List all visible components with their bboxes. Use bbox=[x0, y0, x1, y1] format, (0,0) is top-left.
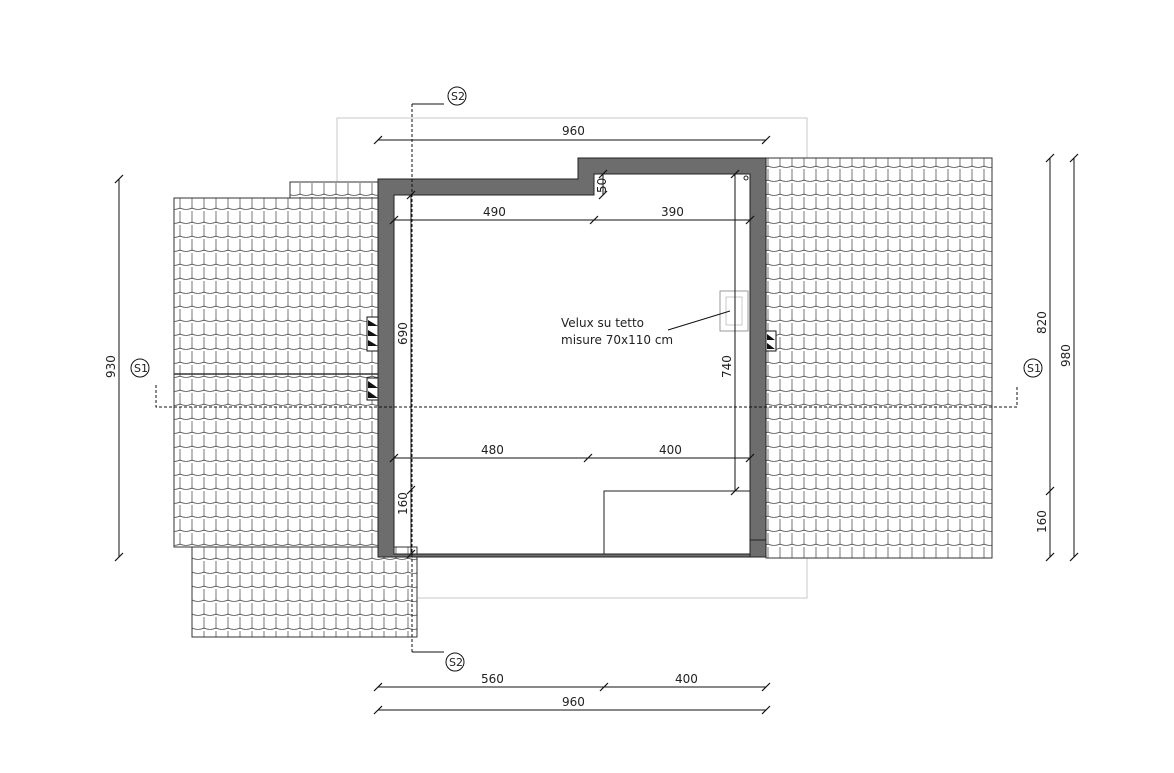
dim-inner-top: 490 390 bbox=[389, 205, 755, 225]
velux-skylight-inner bbox=[725, 296, 743, 326]
dim-inner-top-left: 490 bbox=[483, 205, 506, 219]
chimney-vent-3 bbox=[765, 330, 777, 352]
roof-pitch-bottom-left bbox=[191, 546, 418, 638]
velux-skylight bbox=[719, 290, 749, 332]
dim-bottom-right: 400 bbox=[675, 672, 698, 686]
velux-note-line2: misure 70x110 cm bbox=[561, 333, 673, 347]
dim-left-lower-height: 160 bbox=[396, 492, 410, 515]
roof-strip-top-left bbox=[289, 181, 380, 199]
dim-top-overall: 960 bbox=[373, 124, 771, 145]
terrace bbox=[603, 490, 751, 555]
corner-post bbox=[743, 175, 749, 181]
dim-bottom-overall: 960 bbox=[373, 695, 771, 715]
section-marker-s1-right bbox=[1023, 358, 1043, 378]
svg-text:930: 930 bbox=[104, 355, 118, 378]
dim-left-inner: 690 160 bbox=[396, 190, 416, 559]
svg-text:960: 960 bbox=[562, 695, 585, 709]
section-label-s1-left: S1 bbox=[134, 362, 148, 375]
svg-text:50: 50 bbox=[595, 178, 609, 193]
chimney-vent-2 bbox=[366, 377, 380, 401]
dim-inner-bottom: 480 400 bbox=[389, 443, 755, 463]
dim-right-inner: 740 bbox=[720, 169, 740, 496]
chimney-vent-1 bbox=[366, 316, 380, 352]
section-cut-s1 bbox=[155, 385, 1018, 408]
dim-step-height: 50 bbox=[595, 169, 609, 200]
section-marker-s2-top bbox=[447, 86, 467, 106]
dim-left-overall: 930 bbox=[104, 174, 124, 562]
terrace-pillar bbox=[749, 539, 767, 558]
dim-bottom-split: 560 400 bbox=[373, 672, 771, 692]
velux-leader-line bbox=[667, 310, 731, 331]
section-label-s2-bottom: S2 bbox=[449, 656, 463, 669]
dim-inner-top-right: 390 bbox=[661, 205, 684, 219]
dim-right-lower: 160 bbox=[1035, 510, 1049, 533]
velux-note-line1: Velux su tetto bbox=[561, 316, 644, 330]
section-label-s2-top: S2 bbox=[451, 90, 465, 103]
dim-right-split: 820 160 bbox=[1035, 153, 1055, 562]
roof-pitch-left bbox=[173, 197, 380, 548]
dim-right-inner-height: 740 bbox=[720, 355, 734, 378]
dim-left-inner-height: 690 bbox=[396, 322, 410, 345]
dim-bottom-left: 560 bbox=[481, 672, 504, 686]
dim-inner-bottom-left: 480 bbox=[481, 443, 504, 457]
dim-inner-bottom-right: 400 bbox=[659, 443, 682, 457]
svg-text:960: 960 bbox=[562, 124, 585, 138]
dim-right-overall: 980 bbox=[1059, 153, 1079, 562]
svg-text:980: 980 bbox=[1059, 344, 1073, 367]
roof-pitch-right bbox=[765, 157, 993, 559]
section-label-s1-right: S1 bbox=[1027, 362, 1041, 375]
section-marker-s2-bottom bbox=[445, 652, 465, 672]
dim-right-upper: 820 bbox=[1035, 311, 1049, 334]
section-marker-s1-left bbox=[130, 358, 150, 378]
